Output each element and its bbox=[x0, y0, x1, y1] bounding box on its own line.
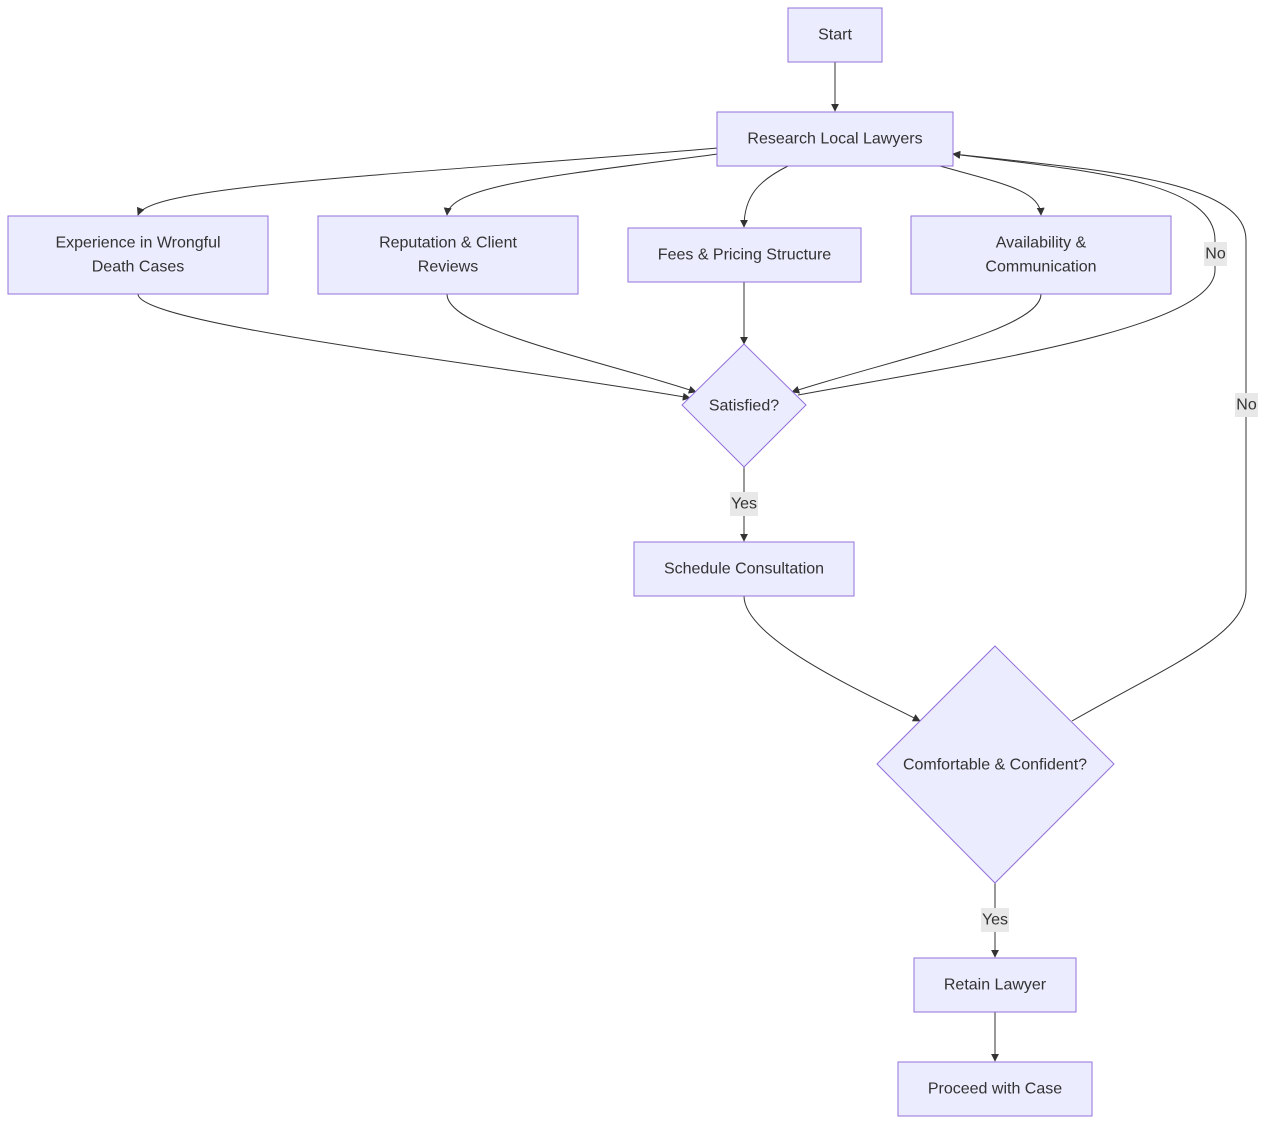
svg-text:Retain Lawyer: Retain Lawyer bbox=[944, 977, 1047, 994]
svg-text:Yes: Yes bbox=[731, 496, 757, 513]
svg-text:Satisfied?: Satisfied? bbox=[709, 398, 779, 415]
svg-text:Death Cases: Death Cases bbox=[92, 259, 185, 276]
edge-reputation-satisfied bbox=[446, 293, 697, 394]
edge-satisfied-research-no bbox=[797, 150, 1216, 396]
edge-comfortable-research-no bbox=[952, 150, 1247, 722]
svg-text:Proceed with Case: Proceed with Case bbox=[928, 1081, 1062, 1098]
svg-text:Start: Start bbox=[818, 27, 852, 44]
availability-node: Availability & Communication bbox=[910, 215, 1172, 295]
svg-text:Yes: Yes bbox=[982, 912, 1008, 929]
edge-research-reputation bbox=[443, 153, 719, 216]
svg-text:Reviews: Reviews bbox=[418, 259, 478, 276]
fees-node: Fees & Pricing Structure bbox=[627, 227, 862, 283]
research-lawyers-node: Research Local Lawyers bbox=[716, 111, 954, 167]
svg-text:Fees & Pricing Structure: Fees & Pricing Structure bbox=[658, 247, 832, 264]
proceed-case-node: Proceed with Case bbox=[897, 1061, 1093, 1117]
edge-experience-satisfied bbox=[137, 293, 691, 401]
schedule-consultation-node: Schedule Consultation bbox=[633, 541, 855, 597]
svg-text:Experience in Wrongful: Experience in Wrongful bbox=[55, 235, 220, 252]
edge-availability-satisfied bbox=[791, 293, 1042, 394]
svg-text:Communication: Communication bbox=[985, 259, 1096, 276]
edge-research-experience bbox=[137, 147, 719, 216]
retain-lawyer-node: Retain Lawyer bbox=[913, 957, 1077, 1013]
edge-label-comfortable-no: No bbox=[1235, 393, 1258, 417]
satisfied-decision-node: Satisfied? bbox=[681, 343, 807, 468]
start-node: Start bbox=[787, 7, 883, 63]
edge-label-comfortable-yes: Yes bbox=[981, 908, 1009, 932]
svg-text:No: No bbox=[1205, 246, 1226, 263]
edge-research-fees bbox=[740, 165, 789, 228]
comfortable-decision-node: Comfortable & Confident? bbox=[876, 645, 1115, 884]
svg-text:No: No bbox=[1236, 397, 1257, 414]
edge-schedule-comfortable bbox=[743, 595, 921, 722]
svg-text:Research Local Lawyers: Research Local Lawyers bbox=[747, 131, 922, 148]
edge-label-satisfied-no: No bbox=[1204, 242, 1227, 266]
svg-text:Availability &: Availability & bbox=[996, 235, 1087, 252]
edge-label-satisfied-yes: Yes bbox=[730, 492, 758, 516]
svg-text:Schedule Consultation: Schedule Consultation bbox=[664, 561, 824, 578]
edge-research-availability bbox=[939, 165, 1045, 216]
svg-text:Reputation & Client: Reputation & Client bbox=[379, 235, 517, 252]
svg-text:Comfortable & Confident?: Comfortable & Confident? bbox=[903, 757, 1087, 774]
experience-node: Experience in Wrongful Death Cases bbox=[7, 215, 269, 295]
reputation-node: Reputation & Client Reviews bbox=[317, 215, 579, 295]
